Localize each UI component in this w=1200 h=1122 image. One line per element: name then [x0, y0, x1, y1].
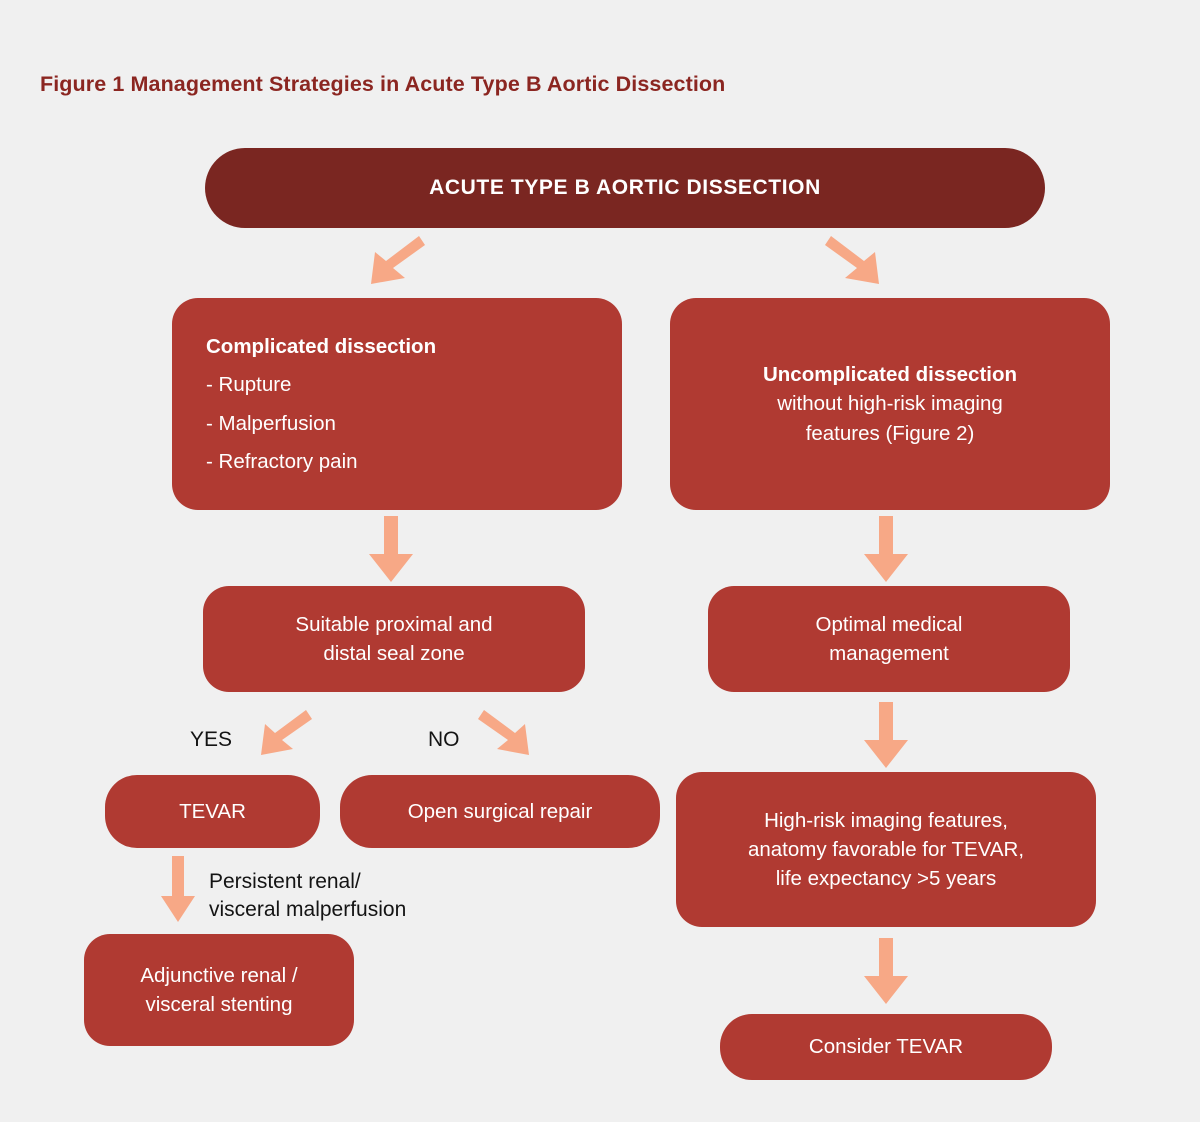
node-label: Consider TEVAR	[808, 1035, 964, 1059]
arrow-seal-zone-no-to-open-repair	[478, 708, 534, 760]
node-suitable-seal-zone[interactable]: Suitable proximal and distal seal zone	[203, 586, 585, 692]
node-label: Open surgical repair	[407, 799, 593, 823]
node-optimal-medical-management[interactable]: Optimal medical management	[708, 586, 1070, 692]
node-high-risk-imaging-features[interactable]: High-risk imaging features, anatomy favo…	[676, 772, 1096, 927]
arrow-root-to-complicated	[365, 234, 425, 290]
node-line-1: High-risk imaging features,	[764, 808, 1008, 832]
edge-label-no: NO	[428, 728, 460, 751]
node-item-rupture: - Rupture	[206, 373, 292, 397]
node-line-3: features (Figure 2)	[805, 421, 975, 445]
node-open-surgical-repair[interactable]: Open surgical repair	[340, 775, 660, 848]
arrow-uncomplicated-to-optimal-medical	[862, 516, 910, 584]
node-line-2: visceral stenting	[145, 993, 293, 1016]
edge-label-persistent-malperfusion: Persistent renal/ visceral malperfusion	[209, 870, 407, 922]
node-label: TEVAR	[179, 799, 246, 823]
node-adjunctive-stenting[interactable]: Adjunctive renal / visceral stenting	[84, 934, 354, 1046]
arrow-tevar-to-adjunctive-stenting	[159, 856, 197, 924]
node-heading: Uncomplicated dissection	[762, 363, 1018, 387]
node-line-2: anatomy favorable for TEVAR,	[747, 837, 1025, 861]
node-line-1: Adjunctive renal /	[140, 963, 298, 987]
node-line-2: without high-risk imaging	[777, 392, 1003, 416]
node-item-refractory-pain: - Refractory pain	[206, 449, 358, 473]
node-acute-type-b-aortic-dissection[interactable]: ACUTE TYPE B AORTIC DISSECTION	[205, 148, 1045, 228]
arrow-seal-zone-yes-to-tevar	[256, 708, 312, 760]
node-consider-tevar[interactable]: Consider TEVAR	[720, 1014, 1052, 1080]
node-line-1: Suitable proximal and	[295, 612, 493, 636]
arrow-optimal-medical-to-high-risk	[862, 702, 910, 770]
node-heading: Complicated dissection	[206, 335, 437, 359]
node-line-2: management	[829, 642, 949, 665]
node-complicated-dissection[interactable]: Complicated dissection - Rupture - Malpe…	[172, 298, 622, 510]
node-line-1: Optimal medical	[815, 612, 963, 636]
node-label: ACUTE TYPE B AORTIC DISSECTION	[429, 176, 821, 200]
node-line-2: distal seal zone	[323, 642, 465, 665]
node-uncomplicated-dissection[interactable]: Uncomplicated dissection without high-ri…	[670, 298, 1110, 510]
node-line-3: life expectancy >5 years	[775, 867, 997, 891]
arrow-root-to-uncomplicated	[825, 234, 885, 290]
node-tevar[interactable]: TEVAR	[105, 775, 320, 848]
arrow-complicated-to-seal-zone	[367, 516, 415, 584]
edge-label-yes: YES	[190, 728, 233, 751]
arrow-high-risk-to-consider-tevar	[862, 938, 910, 1006]
node-item-malperfusion: - Malperfusion	[206, 411, 336, 435]
page-title: Figure 1 Management Strategies in Acute …	[40, 72, 726, 96]
